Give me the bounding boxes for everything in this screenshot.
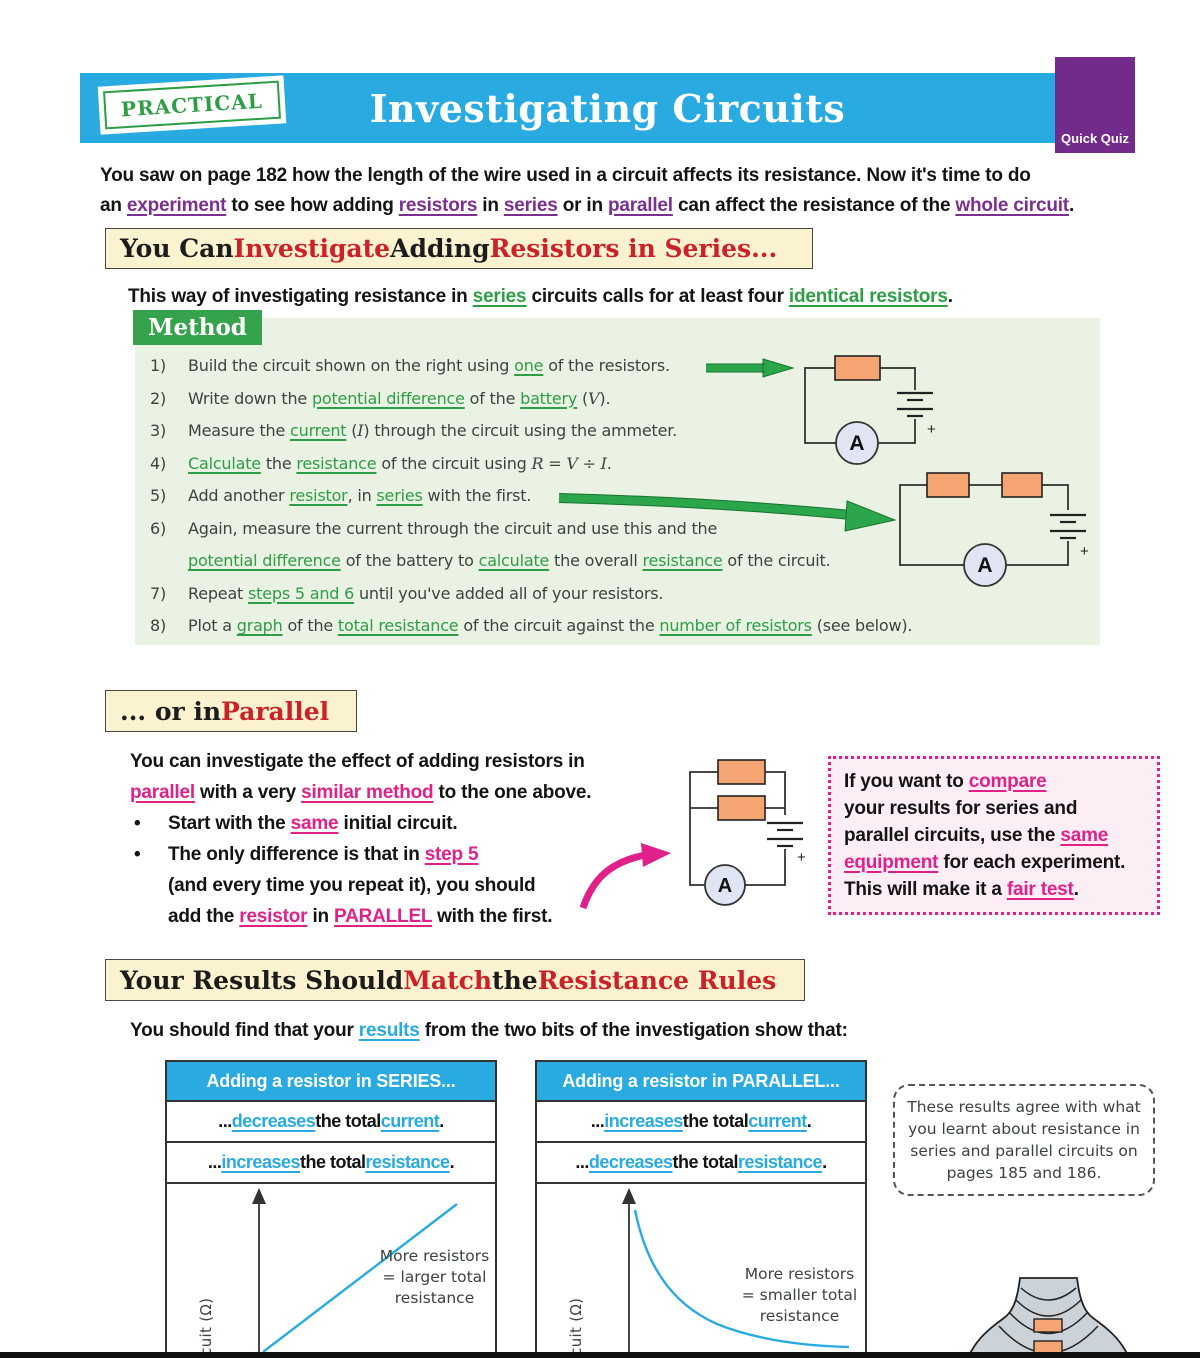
- pink-arrow-icon: [579, 843, 671, 910]
- method-step: 2)Write down the potential difference of…: [150, 388, 611, 408]
- method-step-continuation: potential difference of the battery to c…: [188, 551, 831, 570]
- resistor-pendant: [1033, 1318, 1063, 1333]
- series-graph-ylabel: Resistance of circuit (Ω): [197, 1184, 219, 1352]
- table-row: ...decreases the total resistance.: [537, 1141, 865, 1182]
- tip-line: If you want to compare: [844, 771, 1047, 792]
- parallel-graph: [622, 1188, 850, 1352]
- series-graph-annotation: More resistors = larger total resistance: [379, 1247, 490, 1307]
- ammeter-label: A: [977, 554, 992, 577]
- parallel-line: add the resistor in PARALLEL with the fi…: [168, 906, 553, 927]
- resistor: [1001, 472, 1043, 498]
- series-subtext: This way of investigating resistance in …: [128, 286, 953, 307]
- series-graph-cell: Resistance of circuit (Ω) More resistors…: [167, 1182, 495, 1352]
- parallel-bullet: •The only difference is that in step 5: [134, 844, 479, 865]
- method-step: 7)Repeat steps 5 and 6 until you've adde…: [150, 583, 664, 603]
- quick-quiz-tab[interactable]: Quick Quiz: [1055, 57, 1135, 153]
- series-circuit-two-resistors-diagram: + A: [899, 472, 1089, 587]
- ammeter-label: A: [718, 875, 732, 897]
- parallel-line: You can investigate the effect of adding…: [130, 751, 585, 772]
- intro-line-2: an experiment to see how adding resistor…: [100, 195, 1075, 216]
- battery-symbol: [897, 391, 933, 418]
- decreasing-curve: [633, 1209, 850, 1349]
- page-bottom-edge: [0, 1352, 1200, 1358]
- method-step: 8)Plot a graph of the total resistance o…: [150, 616, 913, 635]
- method-steps: 1)Build the circuit shown on the right u…: [150, 356, 1080, 649]
- ammeter: [835, 421, 879, 465]
- method-step: 1)Build the circuit shown on the right u…: [150, 356, 670, 375]
- parallel-graph-ylabel: Resistance of circuit (Ω): [567, 1184, 589, 1352]
- green-arrow-icon: [558, 493, 897, 532]
- table-row: ...increases the total current.: [537, 1100, 865, 1141]
- series-results-table: Adding a resistor in SERIES... ...decrea…: [165, 1060, 497, 1354]
- resistor: [717, 759, 766, 785]
- series-graph: [252, 1188, 458, 1352]
- method-step: 6)Again, measure the current through the…: [150, 518, 718, 538]
- parallel-graph-annotation: More resistors = smaller total resistanc…: [741, 1265, 858, 1325]
- tip-line: your results for series and: [844, 798, 1078, 819]
- parallel-results-table: Adding a resistor in PARALLEL... ...incr…: [535, 1060, 867, 1354]
- resistor: [834, 355, 881, 381]
- heading-parallel-section: ... or in Parallel: [105, 690, 357, 732]
- battery-plus-label: +: [797, 849, 806, 866]
- table-row: ...decreases the total current.: [167, 1100, 495, 1141]
- page-title: Investigating Circuits: [369, 85, 846, 131]
- resistor-necklace-bust-illustration: [967, 1277, 1130, 1358]
- parallel-bullet: •Start with the same initial circuit.: [134, 813, 458, 834]
- resistor: [926, 472, 970, 498]
- intro-paragraph: You saw on page 182 how the length of th…: [100, 161, 1160, 221]
- increasing-line: [262, 1203, 458, 1352]
- ammeter-label: A: [849, 432, 864, 455]
- margin-note: These results agree with what you learnt…: [893, 1084, 1155, 1196]
- quick-quiz-label: Quick Quiz: [1061, 131, 1129, 146]
- parallel-table-header: Adding a resistor in PARALLEL...: [537, 1062, 865, 1100]
- method-step: 4)Calculate the resistance of the circui…: [150, 453, 612, 473]
- table-row: ...increases the total resistance.: [167, 1141, 495, 1182]
- series-table-header: Adding a resistor in SERIES...: [167, 1062, 495, 1100]
- ammeter: [963, 543, 1007, 587]
- tip-line: This will make it a fair test.: [844, 879, 1079, 900]
- tip-line: parallel circuits, use the same: [844, 825, 1109, 846]
- parallel-circuit-diagram: + A: [689, 759, 806, 906]
- tip-line: equipment for each experiment.: [844, 852, 1126, 873]
- heading-series-section: You Can Investigate Adding Resistors in …: [105, 228, 813, 269]
- method-label: Method: [133, 310, 262, 345]
- battery-symbol: [1050, 513, 1086, 540]
- parallel-line: (and every time you repeat it), you shou…: [168, 875, 536, 896]
- intro-line-1: You saw on page 182 how the length of th…: [100, 165, 1031, 186]
- resistor: [717, 795, 766, 821]
- battery-plus-label: +: [1080, 543, 1089, 560]
- method-step: 3)Measure the current (I) through the ci…: [150, 421, 678, 440]
- parallel-line: parallel with a very similar method to t…: [130, 782, 592, 803]
- ammeter: [704, 864, 746, 906]
- fair-test-tip-box: If you want to compare your results for …: [828, 756, 1160, 915]
- results-subtext: You should find that your results from t…: [130, 1020, 848, 1041]
- parallel-graph-cell: Resistance of circuit (Ω) More resistors…: [537, 1182, 865, 1352]
- parallel-paragraph: You can investigate the effect of adding…: [130, 746, 670, 932]
- method-step: 5)Add another resistor, in series with t…: [150, 486, 532, 505]
- battery-symbol: [767, 821, 803, 848]
- series-circuit-one-resistor-diagram: + A: [804, 355, 936, 465]
- heading-results-section: Your Results Should Match the Resistance…: [105, 959, 805, 1001]
- battery-plus-label: +: [927, 421, 936, 438]
- green-arrow-icon: [706, 358, 795, 378]
